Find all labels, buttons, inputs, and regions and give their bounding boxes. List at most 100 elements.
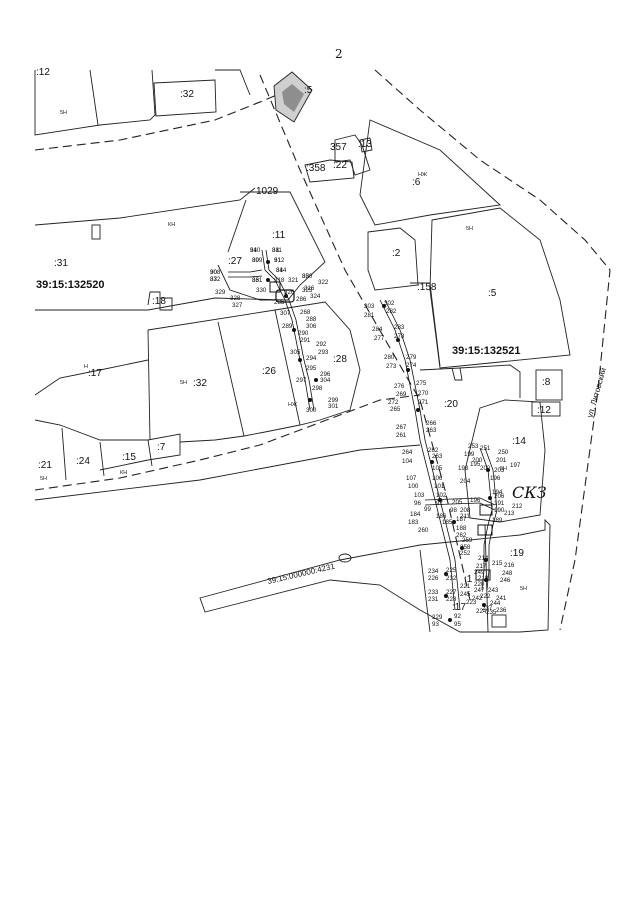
building-code: 5Н xyxy=(500,466,507,472)
survey-point-label: 249 xyxy=(474,569,485,576)
survey-point-dot xyxy=(314,378,318,382)
survey-point-label: 186 xyxy=(436,513,447,520)
boundary-dash-east xyxy=(374,69,611,631)
survey-point-label: 250 xyxy=(498,449,509,456)
survey-point-label: 301 xyxy=(328,403,339,410)
survey-point-label: 233 xyxy=(428,589,439,596)
survey-point-label: 278 xyxy=(394,333,405,340)
survey-point-label: 260 xyxy=(418,527,429,534)
survey-point-dot xyxy=(482,603,486,607)
survey-point-label: 208 xyxy=(460,507,471,514)
survey-point-label: 204 xyxy=(460,478,471,485)
building-code: 5Н xyxy=(40,476,47,482)
parcel-label: :32 xyxy=(180,89,194,100)
survey-point-label: 191 xyxy=(494,500,505,507)
parcel-label: :7 xyxy=(157,442,166,453)
survey-point-dot xyxy=(452,520,456,524)
parcel-label: :13 xyxy=(358,139,372,150)
survey-point-dot xyxy=(444,594,448,598)
survey-point-label: 91 xyxy=(274,257,281,264)
survey-point-label: 274 xyxy=(406,362,417,369)
survey-point-label: 93 xyxy=(432,621,439,628)
survey-point-label: 306 xyxy=(306,323,317,330)
parcel-2 xyxy=(367,227,419,291)
survey-point-label: 94 xyxy=(250,247,257,254)
survey-point-label: 321 xyxy=(288,277,299,284)
cadastral-block-label: 39:15:132520 xyxy=(36,279,105,291)
parcel-label: :5 xyxy=(488,288,497,299)
parcels-31-11 xyxy=(34,187,326,311)
survey-point-label: 329 xyxy=(215,289,226,296)
survey-point-label: 253 xyxy=(468,443,479,450)
survey-point-label: 219 xyxy=(478,575,489,582)
parcel-label: :24 xyxy=(76,456,90,467)
parcel-label: :358 xyxy=(306,163,326,174)
survey-point-label: 327 xyxy=(232,302,243,309)
survey-point-label: 311 xyxy=(272,247,282,254)
survey-point-label: 234 xyxy=(428,568,439,575)
survey-point-dot xyxy=(284,294,288,298)
survey-point-label: 220 xyxy=(474,581,485,588)
survey-point-label: 197 xyxy=(510,462,521,469)
survey-point-label: 303 xyxy=(364,303,375,310)
building-code: КН xyxy=(168,222,175,228)
survey-point-label: 84 xyxy=(276,267,283,274)
survey-point-label: 214 xyxy=(478,555,489,562)
survey-point-dot xyxy=(460,546,464,550)
survey-point-label: 90 xyxy=(210,269,217,276)
parcel-label: :158 xyxy=(417,282,437,293)
survey-point-label: 326 xyxy=(284,289,295,296)
survey-point-label: 320 xyxy=(302,273,313,280)
survey-point-label: 273 xyxy=(386,363,397,370)
survey-point-label: 246 xyxy=(500,577,511,584)
survey-point-label: 245 xyxy=(460,591,471,598)
survey-point-label: 247 xyxy=(474,587,485,594)
survey-point-label: 265 xyxy=(390,406,401,413)
survey-point-label: 101 xyxy=(434,483,445,490)
survey-point-label: 196 xyxy=(470,497,481,504)
survey-point-dot xyxy=(486,468,490,472)
survey-point-label: 106 xyxy=(432,475,443,482)
survey-point-label: 235 xyxy=(486,609,497,616)
parcel-label: :8 xyxy=(542,377,551,388)
parcels-middle-row xyxy=(34,301,421,491)
survey-point-label: 268 xyxy=(300,309,311,316)
survey-point-label: 302 xyxy=(384,300,395,307)
survey-point-dot xyxy=(416,408,420,412)
survey-point-dot xyxy=(484,578,488,582)
parcels-357-22 xyxy=(304,134,373,183)
survey-point-label: 199 xyxy=(464,451,475,458)
survey-point-label: 251 xyxy=(480,445,491,452)
cadastral-block-label: 39:15:000000:4231 xyxy=(266,562,336,586)
survey-point-label: 283 xyxy=(394,324,405,331)
survey-point-dot xyxy=(438,498,442,502)
survey-point-label: 297 xyxy=(296,377,307,384)
survey-point-label: 285 xyxy=(274,299,285,306)
parcel-13-158 xyxy=(410,282,441,367)
survey-point-label: 212 xyxy=(512,503,523,510)
survey-point-dot xyxy=(292,328,296,332)
building-code: 5Н xyxy=(466,226,473,232)
survey-point-label: 203 xyxy=(494,467,505,474)
survey-point-label: 184 xyxy=(410,511,421,518)
parcel-label: :6 xyxy=(412,177,421,188)
survey-point-label: 217 xyxy=(476,563,487,570)
survey-point-label: 266 xyxy=(426,420,437,427)
parcel-label: :1 xyxy=(464,574,473,585)
survey-point-label: 281 xyxy=(364,312,375,319)
building-code: 5Н xyxy=(520,586,527,592)
survey-point-label: 316 xyxy=(304,285,315,292)
survey-point-dot xyxy=(484,558,488,562)
survey-point-label: 328 xyxy=(230,295,241,302)
survey-point-label: 228 xyxy=(446,596,457,603)
survey-point-label: 195 xyxy=(470,461,481,468)
survey-point-label: 298 xyxy=(312,385,323,392)
survey-point-label: 275 xyxy=(416,380,427,387)
top-left-parcels xyxy=(34,69,301,151)
survey-point-label: 307 xyxy=(280,310,291,317)
survey-point-label: 318 xyxy=(274,277,285,284)
survey-point-label: 87 xyxy=(210,276,217,283)
survey-point-label: 304 xyxy=(320,377,331,384)
